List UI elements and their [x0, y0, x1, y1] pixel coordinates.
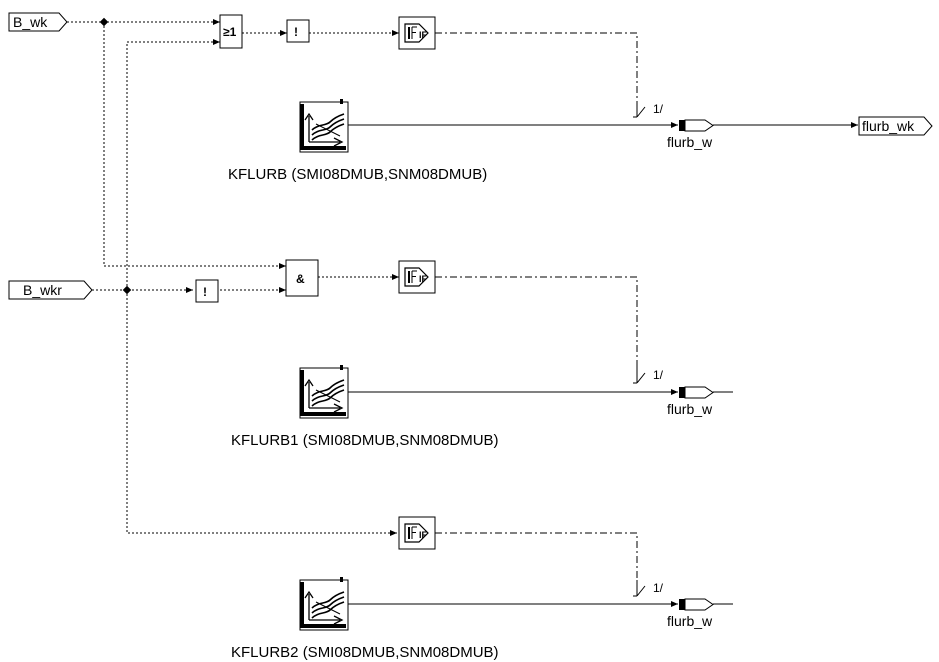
switch-2: [632, 366, 646, 384]
input-b-wk-label: B_wk: [13, 14, 48, 30]
if-block-1-text: IF: [419, 30, 428, 40]
map-kflurb1-icon: [298, 363, 350, 420]
not-gate-1: !: [286, 19, 310, 43]
switch-1-label: 1/: [653, 102, 664, 116]
signal-flurb-w-2: flurb_w: [667, 386, 714, 417]
switch-3: [632, 579, 646, 597]
output-flurb-wk-label: flurb_wk: [862, 118, 915, 134]
map-kflurb2-icon: [298, 575, 350, 632]
if-block-2-text: IF: [419, 274, 428, 284]
signal-flurb-w-3: flurb_w: [667, 598, 714, 629]
if-block-2: [398, 260, 436, 294]
map-kflurb-label: KFLURB (SMI08DMUB,SNM08DMUB): [228, 166, 487, 183]
or-gate: ≥1: [219, 14, 243, 49]
signal-flurb-w-1: flurb_w: [667, 119, 714, 150]
switch-3-label: 1/: [653, 581, 664, 595]
input-b-wkr-label: B_wkr: [23, 282, 62, 298]
not-gate-1-symbol: !: [294, 25, 298, 39]
input-port-b-wkr: B_wkr: [8, 280, 93, 300]
signal-flurb-w-1-label: flurb_w: [667, 134, 713, 150]
if-block-1: [398, 16, 436, 50]
input-port-b-wk: B_wk: [8, 12, 68, 32]
switch-1: [632, 100, 646, 118]
output-port-flurb-wk: flurb_wk: [858, 116, 933, 136]
or-gate-symbol: ≥1: [223, 25, 237, 39]
and-gate: &: [285, 259, 319, 297]
switch-2-label: 1/: [653, 368, 664, 382]
if-block-3-text: IF: [419, 530, 428, 540]
and-gate-symbol: &: [296, 272, 305, 286]
signal-flurb-w-3-label: flurb_w: [667, 613, 713, 629]
map-kflurb2-label: KFLURB2 (SMI08DMUB,SNM08DMUB): [231, 644, 499, 661]
not-gate-2-symbol: !: [203, 285, 207, 299]
map-kflurb-icon: [298, 97, 350, 154]
if-block-3: [398, 516, 436, 550]
not-gate-2: !: [195, 279, 219, 303]
map-kflurb1-label: KFLURB1 (SMI08DMUB,SNM08DMUB): [231, 432, 499, 449]
signal-flurb-w-2-label: flurb_w: [667, 401, 713, 417]
